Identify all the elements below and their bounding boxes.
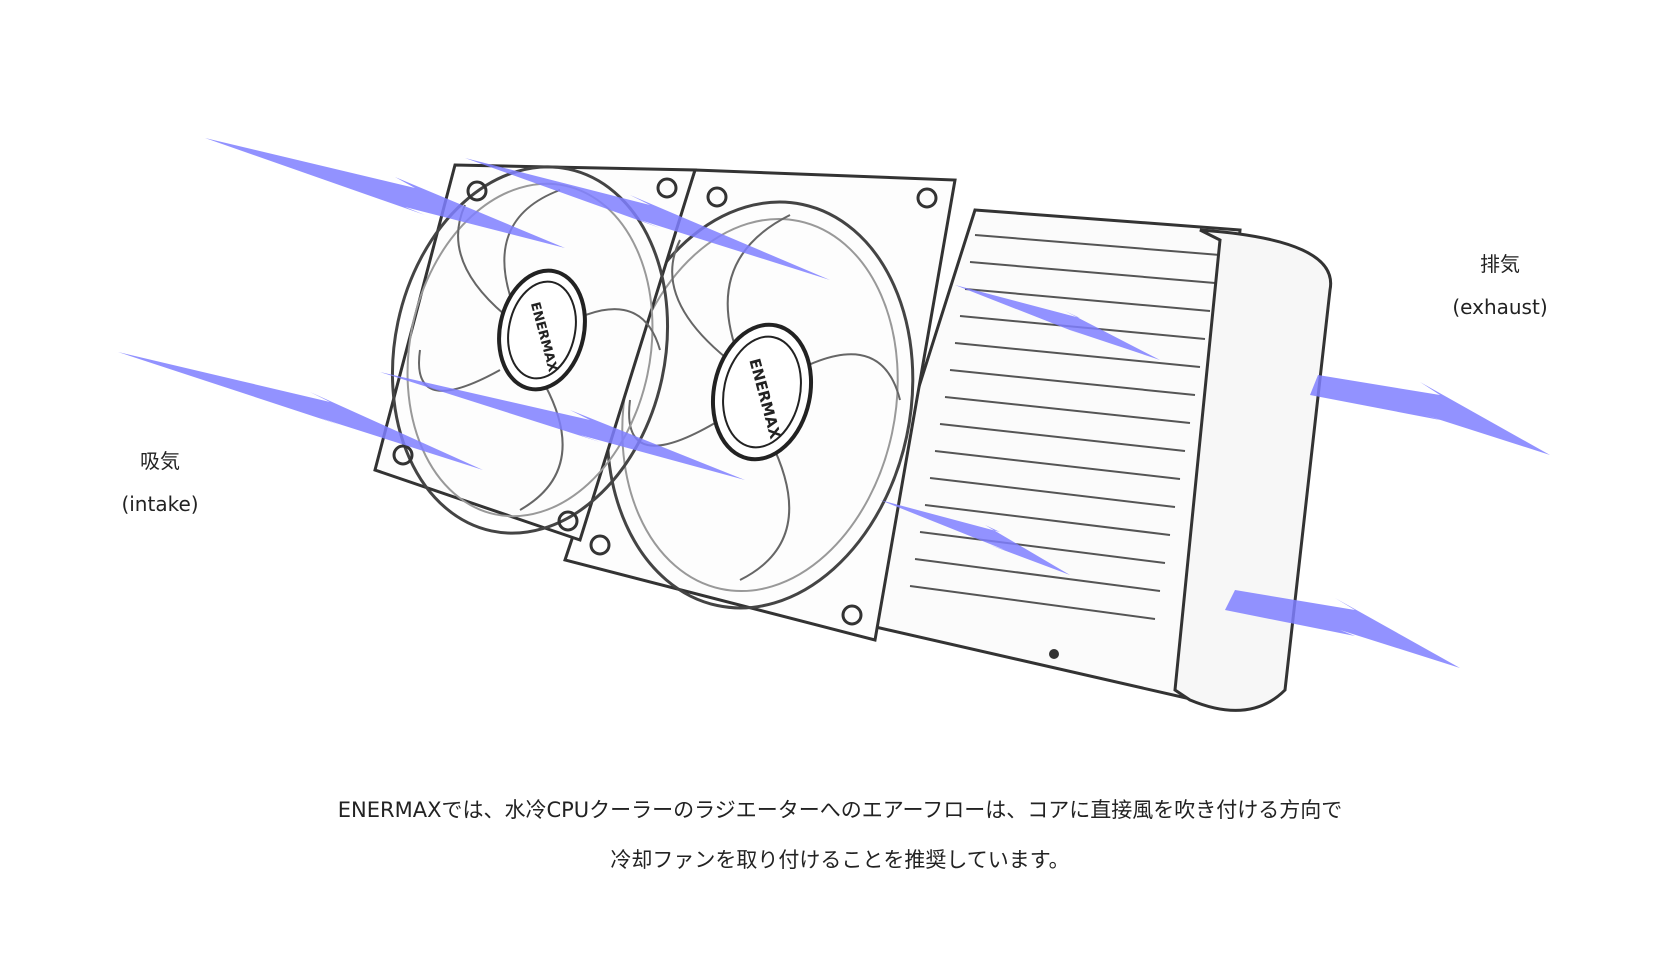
radiator-screw bbox=[1049, 649, 1059, 659]
fan-right-screw-tr bbox=[916, 187, 938, 209]
radiator-end-tank bbox=[1173, 228, 1333, 712]
intake-label: 吸気 (intake) bbox=[95, 440, 225, 526]
airflow-arrow-intake-mid-1 bbox=[118, 352, 483, 470]
airflow-arrow-radiator-low bbox=[880, 500, 1070, 575]
fan-left: ENERMAX bbox=[373, 163, 698, 542]
fan-right-hub bbox=[710, 322, 814, 462]
radiator bbox=[843, 208, 1333, 712]
exhaust-label: 排気 (exhaust) bbox=[1420, 243, 1580, 329]
airflow-arrow-intake-top-2 bbox=[465, 158, 830, 280]
airflow-arrows bbox=[118, 138, 1550, 668]
fan-left-screw-br bbox=[557, 510, 579, 532]
fan-left-ring bbox=[390, 165, 670, 535]
exhaust-label-jp: 排気 bbox=[1480, 252, 1520, 276]
fan-left-screw-tr bbox=[656, 177, 678, 199]
intake-label-jp: 吸気 bbox=[140, 449, 180, 473]
radiator-fins bbox=[909, 234, 1221, 620]
airflow-arrow-intake-top-1 bbox=[205, 138, 565, 248]
fan-left-hub bbox=[497, 268, 587, 392]
airflow-arrow-intake-mid-2 bbox=[380, 372, 745, 480]
caption-line-2: 冷却ファンを取り付けることを推奨しています。 bbox=[610, 848, 1070, 872]
caption-line-1: ENERMAXでは、水冷CPUクーラーのラジエーターへのエアーフローは、コアに直… bbox=[337, 798, 1343, 822]
fan-right-screw-tl bbox=[706, 186, 728, 208]
fan-right-screw-bl bbox=[589, 534, 611, 556]
fan-right-screw-br bbox=[841, 604, 863, 626]
fan-right-hub-inner bbox=[722, 335, 802, 449]
caption: ENERMAXでは、水冷CPUクーラーのラジエーターへのエアーフローは、コアに直… bbox=[0, 785, 1680, 885]
fan-left-screw-tl bbox=[466, 180, 488, 202]
fan-right: ENERMAX bbox=[563, 168, 957, 642]
airflow-arrow-radiator-top bbox=[955, 285, 1160, 360]
exhaust-label-en: (exhaust) bbox=[1452, 295, 1548, 319]
airflow-arrow-exhaust-low bbox=[1225, 590, 1460, 668]
intake-label-en: (intake) bbox=[121, 492, 199, 516]
fan-left-screw-bl bbox=[392, 444, 414, 466]
fan-left-hub-inner bbox=[507, 280, 577, 380]
airflow-arrow-exhaust-top bbox=[1310, 375, 1550, 455]
